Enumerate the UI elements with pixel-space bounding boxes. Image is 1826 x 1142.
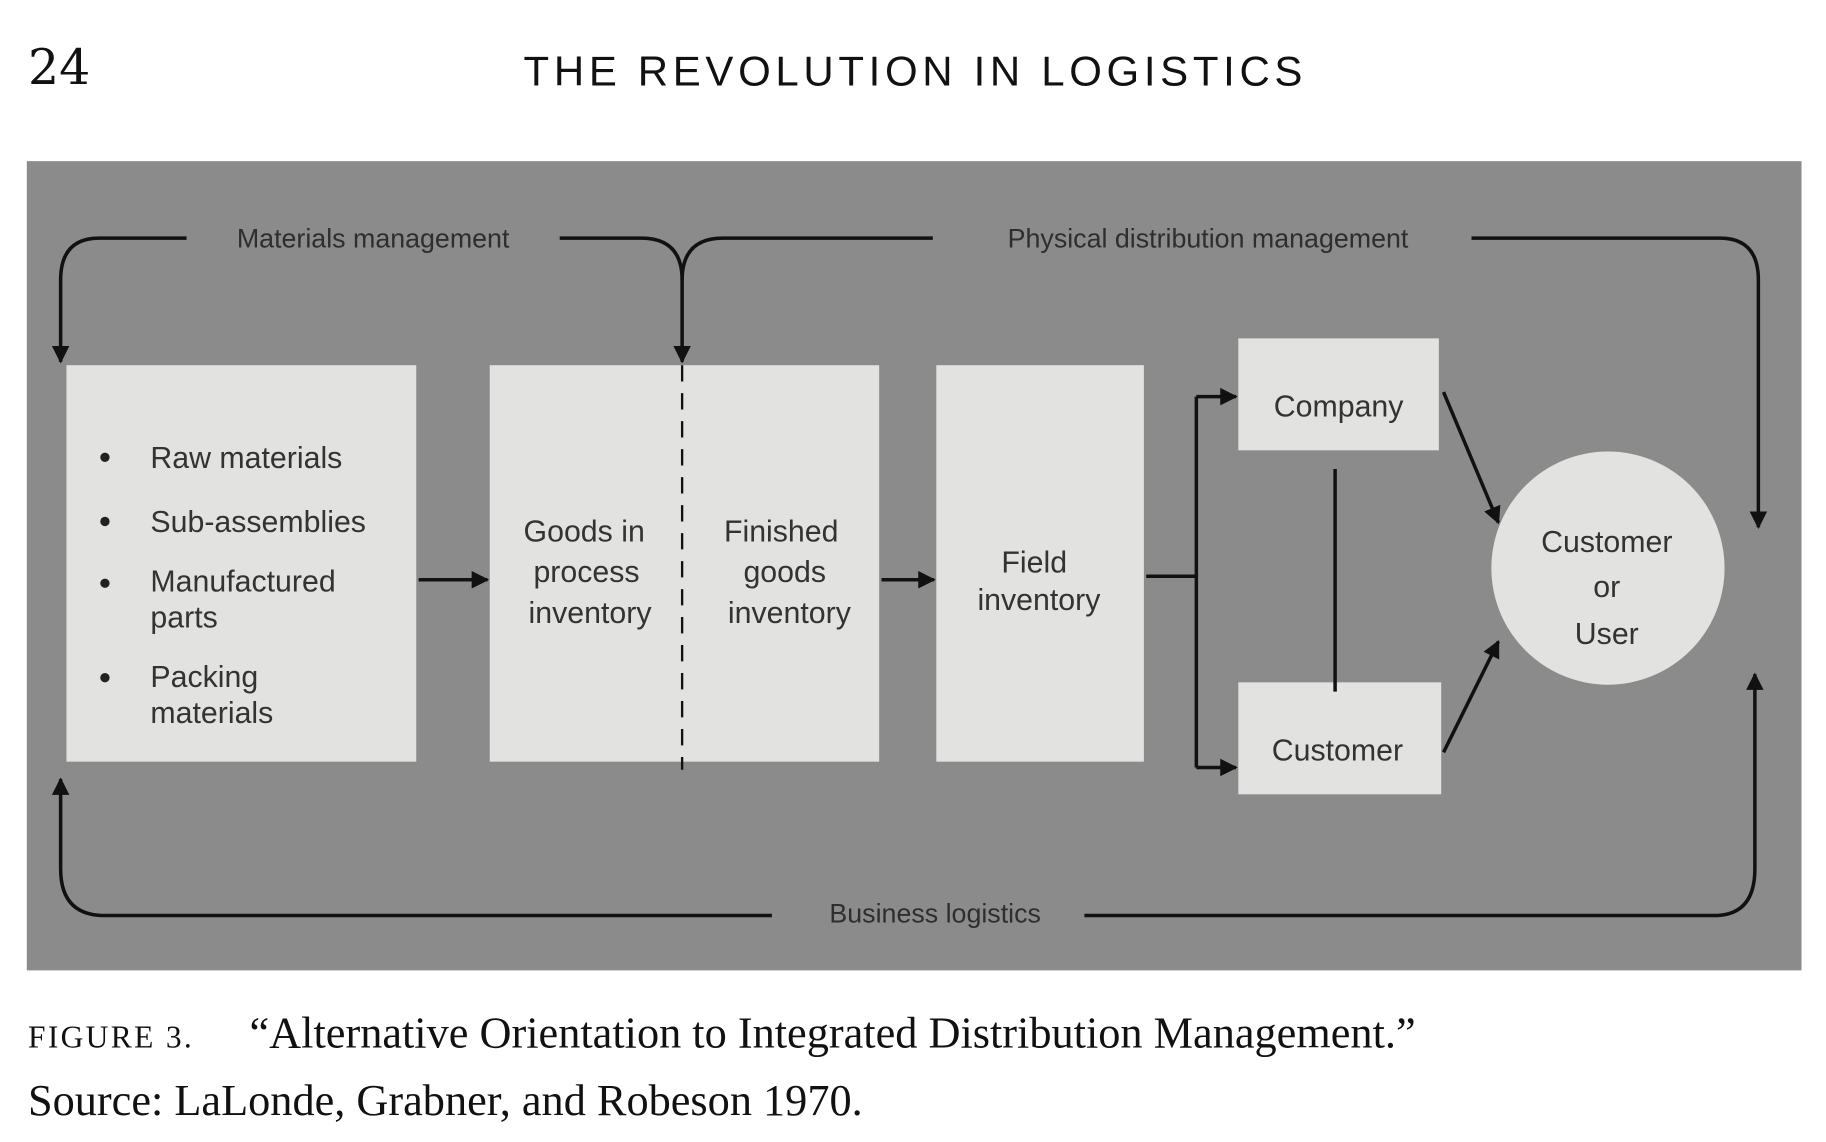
figure-source: Source: LaLonde, Grabner, and Robeson 19… <box>28 1076 863 1125</box>
end-user-line1: Customer <box>1541 526 1672 559</box>
finished-goods-line1: Finished <box>724 515 839 548</box>
company-box <box>1238 338 1439 451</box>
company-label: Company <box>1274 391 1405 424</box>
end-user-line3: User <box>1575 618 1639 651</box>
figure-caption: FIGURE 3. “Alternative Orientation to In… <box>28 1008 1416 1125</box>
field-line2: inventory <box>977 584 1101 617</box>
field-inventory-box <box>936 365 1144 762</box>
figure-diagram: Raw materials Sub-assemblies Manufacture… <box>26 161 1802 971</box>
materials-list: Raw materials Sub-assemblies Manufacture… <box>100 442 366 730</box>
materials-management-label: Materials management <box>237 223 510 253</box>
finished-goods-line2: goods <box>743 556 826 589</box>
figure-label: FIGURE 3. <box>28 1019 194 1054</box>
goods-in-process-line2: process <box>533 556 639 589</box>
business-logistics-label: Business logistics <box>829 899 1040 929</box>
item-manufactured: Manufactured <box>150 565 335 598</box>
physical-distribution-label: Physical distribution management <box>1008 223 1409 253</box>
field-line1: Field <box>1001 547 1067 580</box>
materials-box <box>66 365 417 762</box>
customer-box <box>1238 682 1442 795</box>
inventory-box <box>489 365 880 762</box>
customer-label: Customer <box>1272 734 1403 767</box>
flow-arrows <box>51 236 1768 918</box>
finished-goods-line3: inventory <box>728 597 852 630</box>
item-raw-materials: Raw materials <box>150 442 342 475</box>
running-title: THE REVOLUTION IN LOGISTICS <box>524 47 1308 94</box>
customer-or-user-circle <box>1491 451 1725 685</box>
item-packing: Packing <box>150 661 258 694</box>
goods-in-process-line3: inventory <box>529 597 653 630</box>
goods-in-process-line1: Goods in <box>524 515 645 548</box>
item-sub-assemblies: Sub-assemblies <box>150 506 366 539</box>
figure-title: “Alternative Orientation to Integrated D… <box>250 1008 1416 1057</box>
end-user-line2: or <box>1593 571 1620 604</box>
page-number: 24 <box>28 39 90 96</box>
item-materials: materials <box>150 697 273 730</box>
item-parts: parts <box>150 602 217 635</box>
